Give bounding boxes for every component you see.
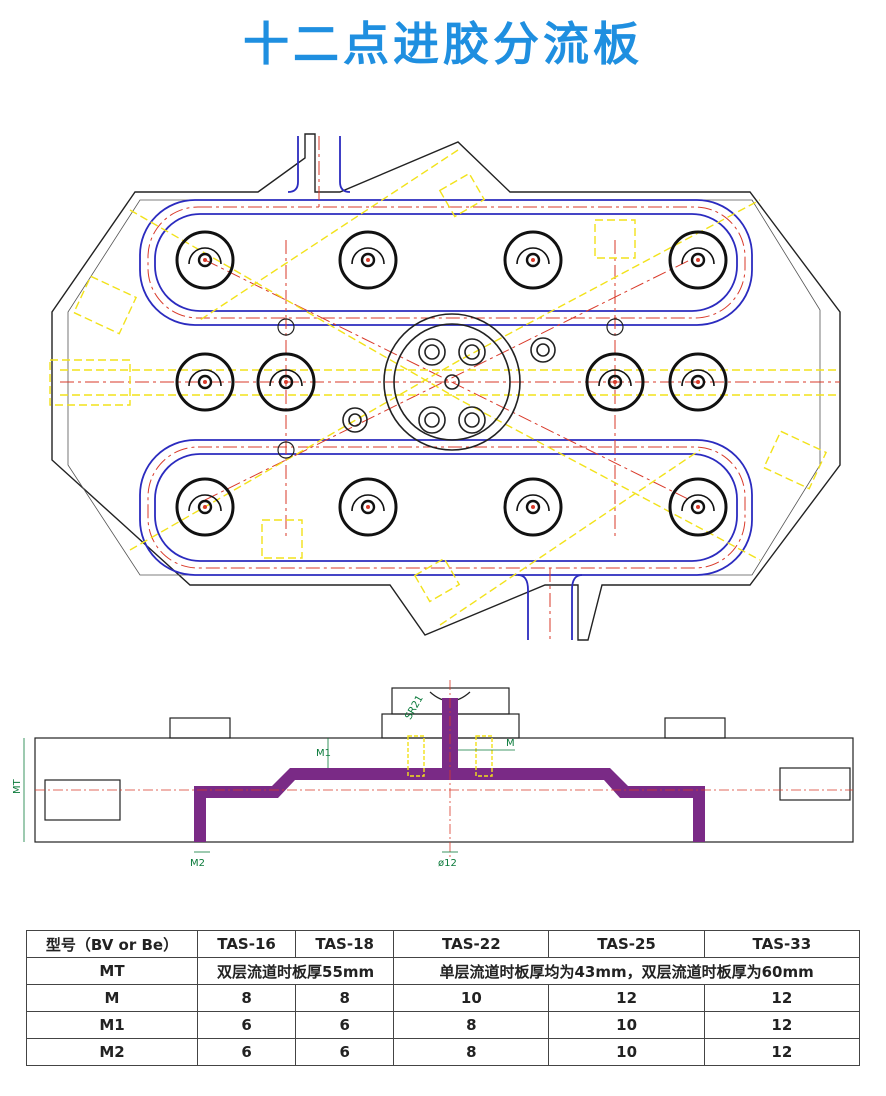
nozzle-drop xyxy=(668,230,728,290)
spec-cell: 8 xyxy=(196,984,297,1012)
m1-dimension-label: M1 xyxy=(316,748,331,759)
phi-dimension-label: ø12 xyxy=(438,858,457,869)
spec-cell: 12 xyxy=(703,1038,861,1066)
sr-dimension-label: SR21 xyxy=(403,694,426,722)
spec-cell: 6 xyxy=(295,1011,395,1039)
nozzle-drop xyxy=(256,352,316,412)
spec-header-cell: TAS-18 xyxy=(295,930,395,958)
spec-table: 型号（BV or Be） TAS-16 TAS-18 TAS-22 TAS-25… xyxy=(26,930,861,1066)
spec-cell: 12 xyxy=(703,1011,861,1039)
nozzle-drop xyxy=(175,352,235,412)
spec-row-label: M2 xyxy=(26,1038,198,1066)
spec-header-cell: 型号（BV or Be） xyxy=(26,930,198,958)
nozzle-drop xyxy=(175,477,235,537)
spec-cell: 6 xyxy=(196,1011,297,1039)
spec-cell: 6 xyxy=(295,1038,395,1066)
spec-header-cell: TAS-16 xyxy=(196,930,297,958)
spec-cell: 10 xyxy=(548,1038,705,1066)
nozzle-drop xyxy=(585,352,645,412)
spec-cell: 10 xyxy=(548,1011,705,1039)
spec-mt-note: 单层流道时板厚均为43mm，双层流道时板厚为60mm xyxy=(393,957,860,985)
manifold-plan-view xyxy=(49,133,841,641)
spec-cell: 12 xyxy=(548,984,705,1012)
spec-row: M2 6 6 8 10 12 xyxy=(26,1038,861,1066)
nozzle-drop xyxy=(503,230,563,290)
spec-mt-note: 双层流道时板厚55mm xyxy=(196,957,395,985)
spec-header-cell: TAS-22 xyxy=(393,930,550,958)
page-title: 十二点进胶分流板 xyxy=(243,17,643,71)
nozzle-drop xyxy=(503,477,563,537)
spec-cell: 6 xyxy=(196,1038,297,1066)
spec-mt-row: MT 双层流道时板厚55mm 单层流道时板厚均为43mm，双层流道时板厚为60m… xyxy=(26,957,860,985)
mt-dimension-label: MT xyxy=(12,778,23,794)
spec-cell: 8 xyxy=(393,1011,550,1039)
nozzle-drop xyxy=(338,230,398,290)
spec-header-row: 型号（BV or Be） TAS-16 TAS-18 TAS-22 TAS-25… xyxy=(26,930,861,958)
spec-header-cell: TAS-33 xyxy=(703,930,861,958)
spec-row-label: M1 xyxy=(26,1011,198,1039)
nozzle-drop xyxy=(668,352,728,412)
spec-cell: 8 xyxy=(295,984,395,1012)
spec-row-label: MT xyxy=(26,957,198,985)
nozzle-drop xyxy=(668,477,728,537)
manifold-section-view: MT M1 M M2 SR21 ø12 xyxy=(12,680,854,869)
sprue-boss xyxy=(342,313,556,451)
m2-dimension-label: M2 xyxy=(190,858,205,869)
spec-cell: 8 xyxy=(393,1038,550,1066)
spec-row: M 8 8 10 12 12 xyxy=(26,984,861,1012)
spec-cell: 12 xyxy=(703,984,861,1012)
nozzle-drop xyxy=(175,230,235,290)
spec-header-cell: TAS-25 xyxy=(548,930,705,958)
spec-row-label: M xyxy=(26,984,198,1012)
spec-cell: 10 xyxy=(393,984,550,1012)
plate-outline xyxy=(51,133,841,641)
m-dimension-label: M xyxy=(506,738,515,749)
nozzle-drop xyxy=(338,477,398,537)
spec-row: M1 6 6 8 10 12 xyxy=(26,1011,861,1039)
runner-channel xyxy=(194,698,705,842)
